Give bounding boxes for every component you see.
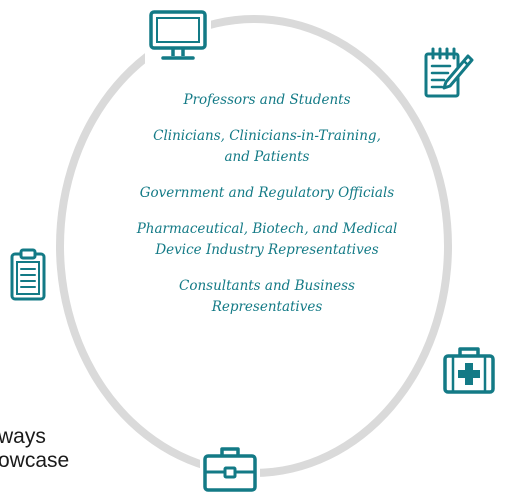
notepad-icon <box>420 46 476 104</box>
cropped-side-text-line-1: ways <box>0 425 46 448</box>
audience-item-industry: Pharmaceutical, Biotech, and Medical Dev… <box>136 221 398 258</box>
cropped-side-text: ways owcase <box>0 425 69 473</box>
audience-item-clinicians: Clinicians, Clinicians-in-Training, and … <box>153 128 381 165</box>
medical-kit-icon <box>440 344 498 396</box>
audience-item-professors: Professors and Students <box>183 92 351 108</box>
cropped-side-text-line-2: owcase <box>0 449 70 472</box>
audience-item-government: Government and Regulatory Officials <box>139 185 395 201</box>
clipboard-icon <box>8 247 48 303</box>
briefcase-icon <box>200 444 260 494</box>
audience-item-consultants: Consultants and Business Representatives <box>179 278 355 315</box>
monitor-icon <box>145 8 211 64</box>
audience-list: Professors and Students Clinicians, Clin… <box>92 90 442 333</box>
